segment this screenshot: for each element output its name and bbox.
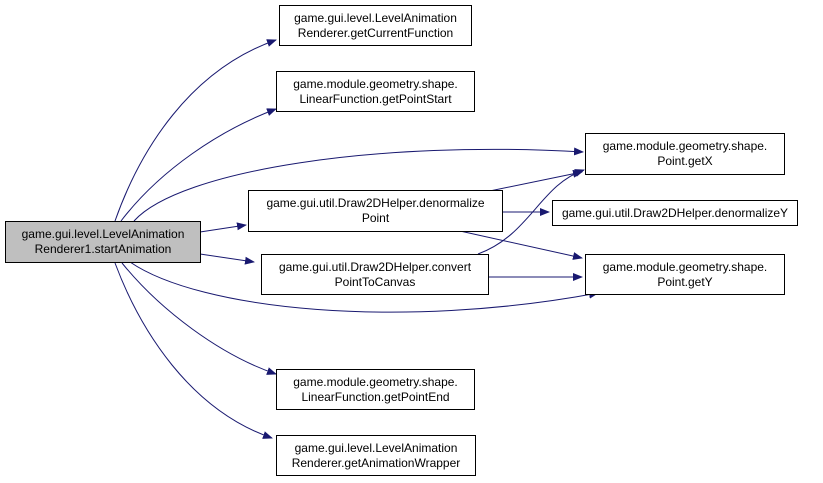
edge-denormalize-point-to-get-x	[479, 169, 583, 194]
edge-start-to-get-point-start	[120, 108, 277, 222]
edge-denormalize-point-to-get-y	[459, 230, 583, 260]
edge-start-to-get-animation-wrapper	[114, 262, 273, 439]
node-convert-point-to-canvas[interactable]: game.gui.util.Draw2DHelper.convert Point…	[261, 254, 489, 295]
node-get-point-end-line1: game.module.geometry.shape.	[293, 374, 458, 389]
node-get-y[interactable]: game.module.geometry.shape. Point.getY	[585, 254, 785, 295]
node-get-point-start-line2: LinearFunction.getPointStart	[299, 91, 452, 106]
edge-start-to-get-y	[129, 261, 599, 313]
node-denormalize-y-line1: game.gui.util.Draw2DHelper.denormalizeY	[561, 205, 789, 220]
node-get-animation-wrapper-line1: game.gui.level.LevelAnimation	[294, 440, 458, 455]
node-get-x-line1: game.module.geometry.shape.	[602, 139, 768, 153]
node-get-x[interactable]: game.module.geometry.shape. Point.getX	[585, 133, 785, 175]
node-denormalize-point[interactable]: game.gui.util.Draw2DHelper.denormalize P…	[248, 190, 503, 232]
node-get-point-end-line2: LinearFunction.getPointEnd	[301, 389, 450, 404]
edge-convert-point-to-get-x	[477, 169, 585, 255]
node-convert-point-to-canvas-line2: PointToCanvas	[334, 274, 416, 289]
node-get-y-line1: game.module.geometry.shape.	[602, 259, 768, 274]
node-convert-point-to-canvas-line1: game.gui.util.Draw2DHelper.convert	[278, 259, 472, 274]
node-get-animation-wrapper-line2: Renderer.getAnimationWrapper	[291, 455, 461, 470]
node-get-y-line2: Point.getY	[657, 274, 713, 289]
node-start-animation-line1: game.gui.level.LevelAnimation	[21, 227, 185, 241]
edge-start-to-denormalize-point	[199, 222, 247, 233]
node-get-animation-wrapper[interactable]: game.gui.level.LevelAnimation Renderer.g…	[276, 435, 476, 476]
edge-start-to-convert-point	[199, 253, 255, 265]
node-get-x-line2: Point.getX	[657, 154, 713, 168]
node-get-point-end[interactable]: game.module.geometry.shape. LinearFuncti…	[276, 369, 475, 410]
node-get-current-function[interactable]: game.gui.level.LevelAnimation Renderer.g…	[279, 5, 472, 46]
node-get-current-function-line2: Renderer.getCurrentFunction	[297, 25, 454, 40]
node-denormalize-point-line2: Point	[361, 211, 390, 225]
node-get-point-start-line1: game.module.geometry.shape.	[293, 76, 458, 91]
edge-start-to-get-x	[133, 147, 584, 222]
node-get-current-function-line1: game.gui.level.LevelAnimation	[294, 10, 457, 25]
node-get-point-start[interactable]: game.module.geometry.shape. LinearFuncti…	[276, 71, 475, 112]
edge-start-to-get-current-function	[114, 39, 277, 222]
node-denormalize-y[interactable]: game.gui.util.Draw2DHelper.denormalizeY	[552, 200, 798, 226]
node-start-animation[interactable]: game.gui.level.LevelAnimation Renderer1.…	[5, 221, 201, 263]
node-denormalize-point-line1: game.gui.util.Draw2DHelper.denormalize	[266, 196, 485, 210]
edge-start-to-get-point-end	[121, 262, 277, 375]
node-start-animation-line2: Renderer1.startAnimation	[34, 242, 172, 256]
